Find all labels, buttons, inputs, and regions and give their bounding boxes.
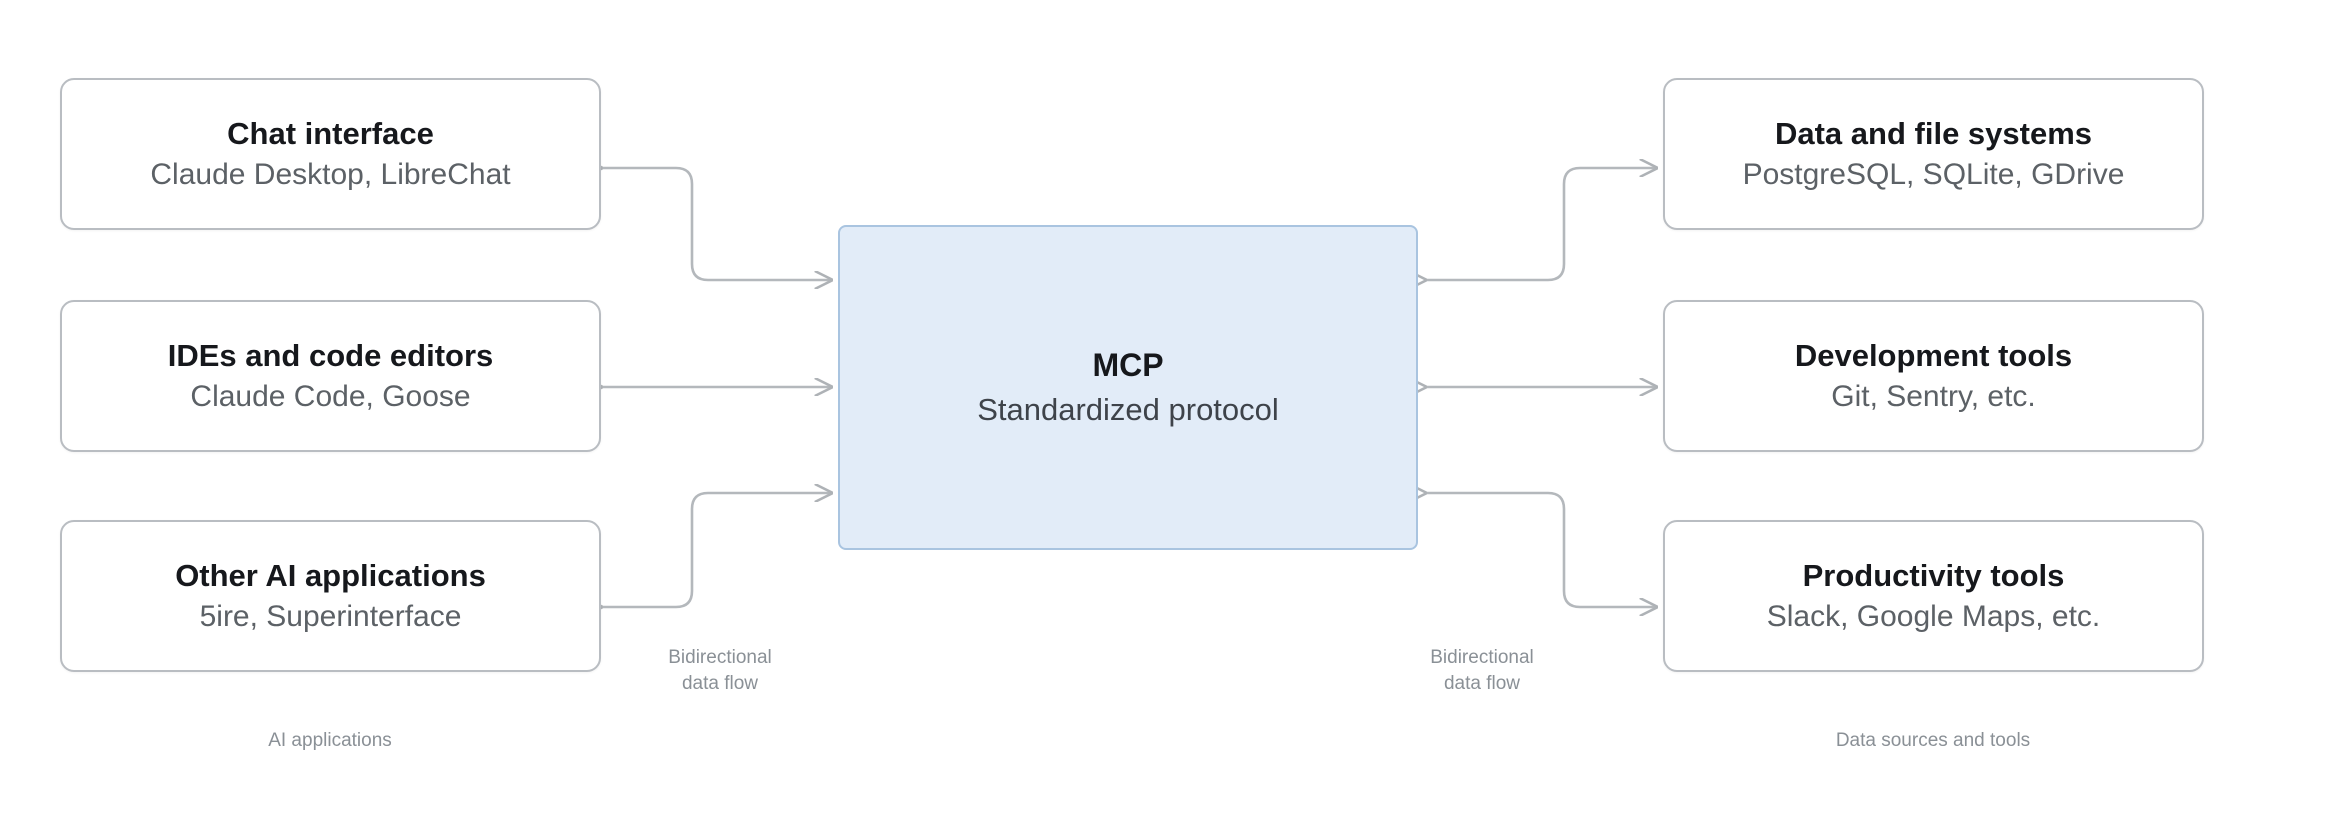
connector-mcp-to-productivity-tools bbox=[1425, 493, 1656, 607]
node-subtitle: PostgreSQL, SQLite, GDrive bbox=[1742, 157, 2125, 191]
connector-mcp-to-data-and-file-systems bbox=[1425, 168, 1656, 280]
node-title: Data and file systems bbox=[1774, 115, 2093, 151]
column-caption-data-sources-and-tools: Data sources and tools bbox=[1835, 730, 2031, 751]
node-productivity-tools[interactable]: Productivity tools Slack, Google Maps, e… bbox=[1663, 520, 2204, 672]
node-subtitle: Git, Sentry, etc. bbox=[1831, 379, 2036, 413]
hub-title: MCP bbox=[1092, 347, 1164, 384]
node-development-tools[interactable]: Development tools Git, Sentry, etc. bbox=[1663, 300, 2204, 452]
node-data-and-file-systems[interactable]: Data and file systems PostgreSQL, SQLite… bbox=[1663, 78, 2204, 230]
node-subtitle: 5ire, Superinterface bbox=[199, 599, 462, 633]
node-title: Other AI applications bbox=[175, 557, 486, 593]
flow-label-right-line2: data flow bbox=[1443, 672, 1521, 694]
node-ides-and-code-editors[interactable]: IDEs and code editors Claude Code, Goose bbox=[60, 300, 601, 452]
node-other-ai-applications[interactable]: Other AI applications 5ire, Superinterfa… bbox=[60, 520, 601, 672]
flow-label-left-line1: Bidirectional bbox=[668, 647, 772, 668]
node-title: IDEs and code editors bbox=[167, 337, 494, 373]
node-subtitle: Slack, Google Maps, etc. bbox=[1766, 599, 2101, 633]
hub-mcp[interactable]: MCP Standardized protocol bbox=[838, 225, 1418, 550]
flow-label-right: Bidirectional data flow bbox=[1382, 645, 1582, 696]
node-title: Productivity tools bbox=[1802, 557, 2065, 593]
node-title: Chat interface bbox=[227, 115, 434, 151]
node-subtitle: Claude Desktop, LibreChat bbox=[150, 157, 511, 191]
connector-other-ai-apps-to-mcp bbox=[601, 493, 831, 607]
node-subtitle: Claude Code, Goose bbox=[190, 379, 471, 413]
node-title: Development tools bbox=[1794, 337, 2073, 373]
connector-chat-interface-to-mcp bbox=[601, 168, 831, 280]
hub-subtitle: Standardized protocol bbox=[977, 392, 1279, 428]
flow-label-right-line1: Bidirectional bbox=[1430, 647, 1534, 668]
flow-label-left: Bidirectional data flow bbox=[620, 645, 820, 696]
node-chat-interface[interactable]: Chat interface Claude Desktop, LibreChat bbox=[60, 78, 601, 230]
column-caption-ai-applications: AI applications bbox=[268, 730, 392, 751]
flow-label-left-line2: data flow bbox=[681, 672, 759, 694]
